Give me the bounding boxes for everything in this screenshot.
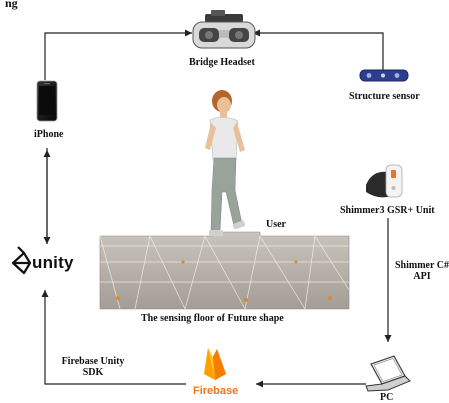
bridge-headset-label: Bridge Headset xyxy=(189,57,255,68)
pc-label: PC xyxy=(380,392,394,403)
firebase-wordmark: Firebase xyxy=(193,385,239,397)
arrow-iphone-to-headset xyxy=(44,29,192,80)
user-avatar-figure xyxy=(205,90,246,236)
depth-sensor-icon xyxy=(359,69,409,82)
top-left-cut-text: ng xyxy=(5,0,18,10)
unity-logo-icon xyxy=(11,246,32,275)
sensing-floor xyxy=(99,231,350,310)
shimmer-unit-label: Shimmer3 GSR+ Unit xyxy=(340,205,435,216)
vr-headset-icon xyxy=(192,10,256,49)
unity-wordmark: unity xyxy=(32,253,74,272)
firebase-sdk-label: Firebase Unity SDK xyxy=(48,356,138,378)
user-label: User xyxy=(266,219,286,230)
connection-arrows xyxy=(41,29,392,388)
firebase-sdk-line1: Firebase Unity xyxy=(61,356,125,367)
sensing-floor-label: The sensing floor of Future shape xyxy=(141,313,284,324)
shimmer-api-label: Shimmer C# API xyxy=(389,260,449,282)
structure-sensor-label: Structure sensor xyxy=(349,91,420,102)
iphone-label: iPhone xyxy=(34,129,64,140)
unity-logo: unity xyxy=(32,253,74,273)
firebase-flame-icon xyxy=(204,348,226,380)
wearable-sensor-icon xyxy=(366,164,403,198)
shimmer-api-line1: Shimmer C# xyxy=(395,260,449,271)
firebase-sdk-line2: SDK xyxy=(82,367,104,378)
shimmer-api-line2: API xyxy=(413,271,431,282)
arrow-firebase-to-unity xyxy=(41,290,186,385)
laptop-icon xyxy=(365,355,411,392)
smartphone-icon xyxy=(36,80,58,122)
arrow-sensor-to-headset xyxy=(253,29,384,70)
